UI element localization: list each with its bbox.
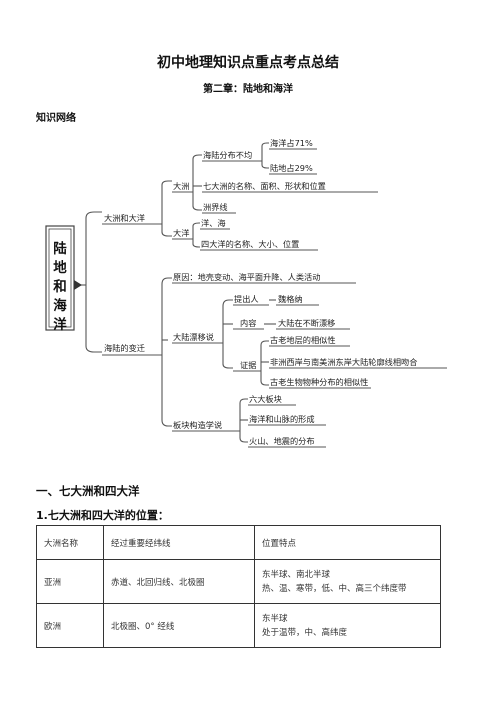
table-cell: 北极圈、0° 经线 (103, 603, 255, 648)
node-uneven-distribution: 海陆分布不均 (203, 150, 252, 160)
section-subheading: 1.七大洲和四大洋的位置： (36, 509, 169, 522)
node-plate-tectonics: 板块构造学说 (173, 420, 222, 430)
table-cell: 欧洲 (36, 603, 104, 648)
node-wegener: 魏格纳 (278, 294, 303, 304)
node-land-share: 陆地占29% (270, 163, 313, 173)
node-ocean-mountain-formation: 海洋和山脉的形成 (249, 414, 315, 424)
section-label: 知识网络 (36, 113, 76, 124)
chapter-title: 第二章：陆地和海洋 (203, 84, 293, 95)
root-frame-inner (48, 228, 72, 328)
node-continent-boundary: 洲界线 (203, 202, 228, 212)
node-content: 内容 (240, 318, 256, 328)
table-header-row: 大洲名称 经过重要经纬线 位置特点 (36, 525, 441, 560)
table-cell: 东半球 处于温带，中、高纬度 (254, 603, 441, 648)
node-evidence-strata: 古老地层的相似性 (270, 335, 336, 345)
node-evidence-species: 古老生物物种分布的相似性 (270, 377, 368, 387)
mind-map-labels: 大洲和大洋 海陆的变迁 大洲 大洋 海陆分布不均 海洋占71% 陆地占29% 七… (104, 138, 417, 446)
node-four-oceans: 四大洋的名称、大小、位置 (201, 239, 299, 249)
feature-line: 东半球 (262, 613, 288, 624)
mind-map-root: 陆地和海洋 (53, 241, 67, 333)
node-volcano-earthquake: 火山、地震的分布 (249, 436, 315, 446)
table-cell: 赤道、北回归线、北极圈 (103, 559, 255, 604)
feature-line: 东半球、南北半球 (262, 569, 331, 580)
column-header: 位置特点 (254, 525, 441, 560)
table-row: 欧洲 北极圈、0° 经线 东半球 处于温带，中、高纬度 (36, 603, 441, 648)
node-land-sea-change: 海陆的变迁 (104, 343, 145, 353)
node-drifting: 大陆在不断漂移 (278, 318, 335, 328)
node-continental-drift: 大陆漂移说 (173, 332, 214, 342)
node-ocean-share: 海洋占71% (270, 138, 313, 148)
node-continents-oceans: 大洲和大洋 (104, 213, 145, 223)
column-header: 大洲名称 (36, 525, 104, 560)
feature-line: 热、温、寒带，低、中、高三个纬度带 (262, 583, 407, 594)
node-causes: 原因：地壳变动、海平面升降、人类活动 (173, 272, 320, 282)
feature-line: 处于温带，中、高纬度 (262, 627, 348, 638)
section-heading: 一、七大洲和四大洋 (36, 484, 140, 498)
mind-map: 陆地和海洋 大洲和大洋 海陆的变迁 大洲 大洋 海陆分布不均 海洋占71% 陆地… (45, 138, 447, 448)
node-evidence: 证据 (240, 360, 256, 370)
node-proposer: 提出人 (234, 294, 259, 304)
node-continent: 大洲 (173, 181, 189, 191)
column-header: 经过重要经纬线 (103, 525, 255, 560)
mind-map-underlines (102, 148, 447, 448)
node-ocean: 大洋 (173, 228, 189, 238)
root-arrow-icon (74, 280, 82, 290)
table-cell: 东半球、南北半球 热、温、寒带，低、中、高三个纬度带 (254, 559, 441, 604)
node-ocean-sea: 洋、海 (201, 218, 226, 228)
mind-map-connectors (75, 142, 276, 443)
continent-table: 大洲名称 经过重要经纬线 位置特点 亚洲 赤道、北回归线、北极圈 东半球、南北半… (36, 525, 441, 648)
node-seven-continents: 七大洲的名称、面积、形状和位置 (203, 181, 326, 191)
page-title: 初中地理知识点重点考点总结 (157, 55, 339, 71)
node-evidence-coastline: 非洲西岸与南美洲东岸大陆轮廓线相吻合 (270, 357, 417, 367)
node-six-plates: 六大板块 (249, 394, 282, 404)
table-cell: 亚洲 (36, 559, 104, 604)
table-row: 亚洲 赤道、北回归线、北极圈 东半球、南北半球 热、温、寒带，低、中、高三个纬度… (36, 559, 441, 604)
